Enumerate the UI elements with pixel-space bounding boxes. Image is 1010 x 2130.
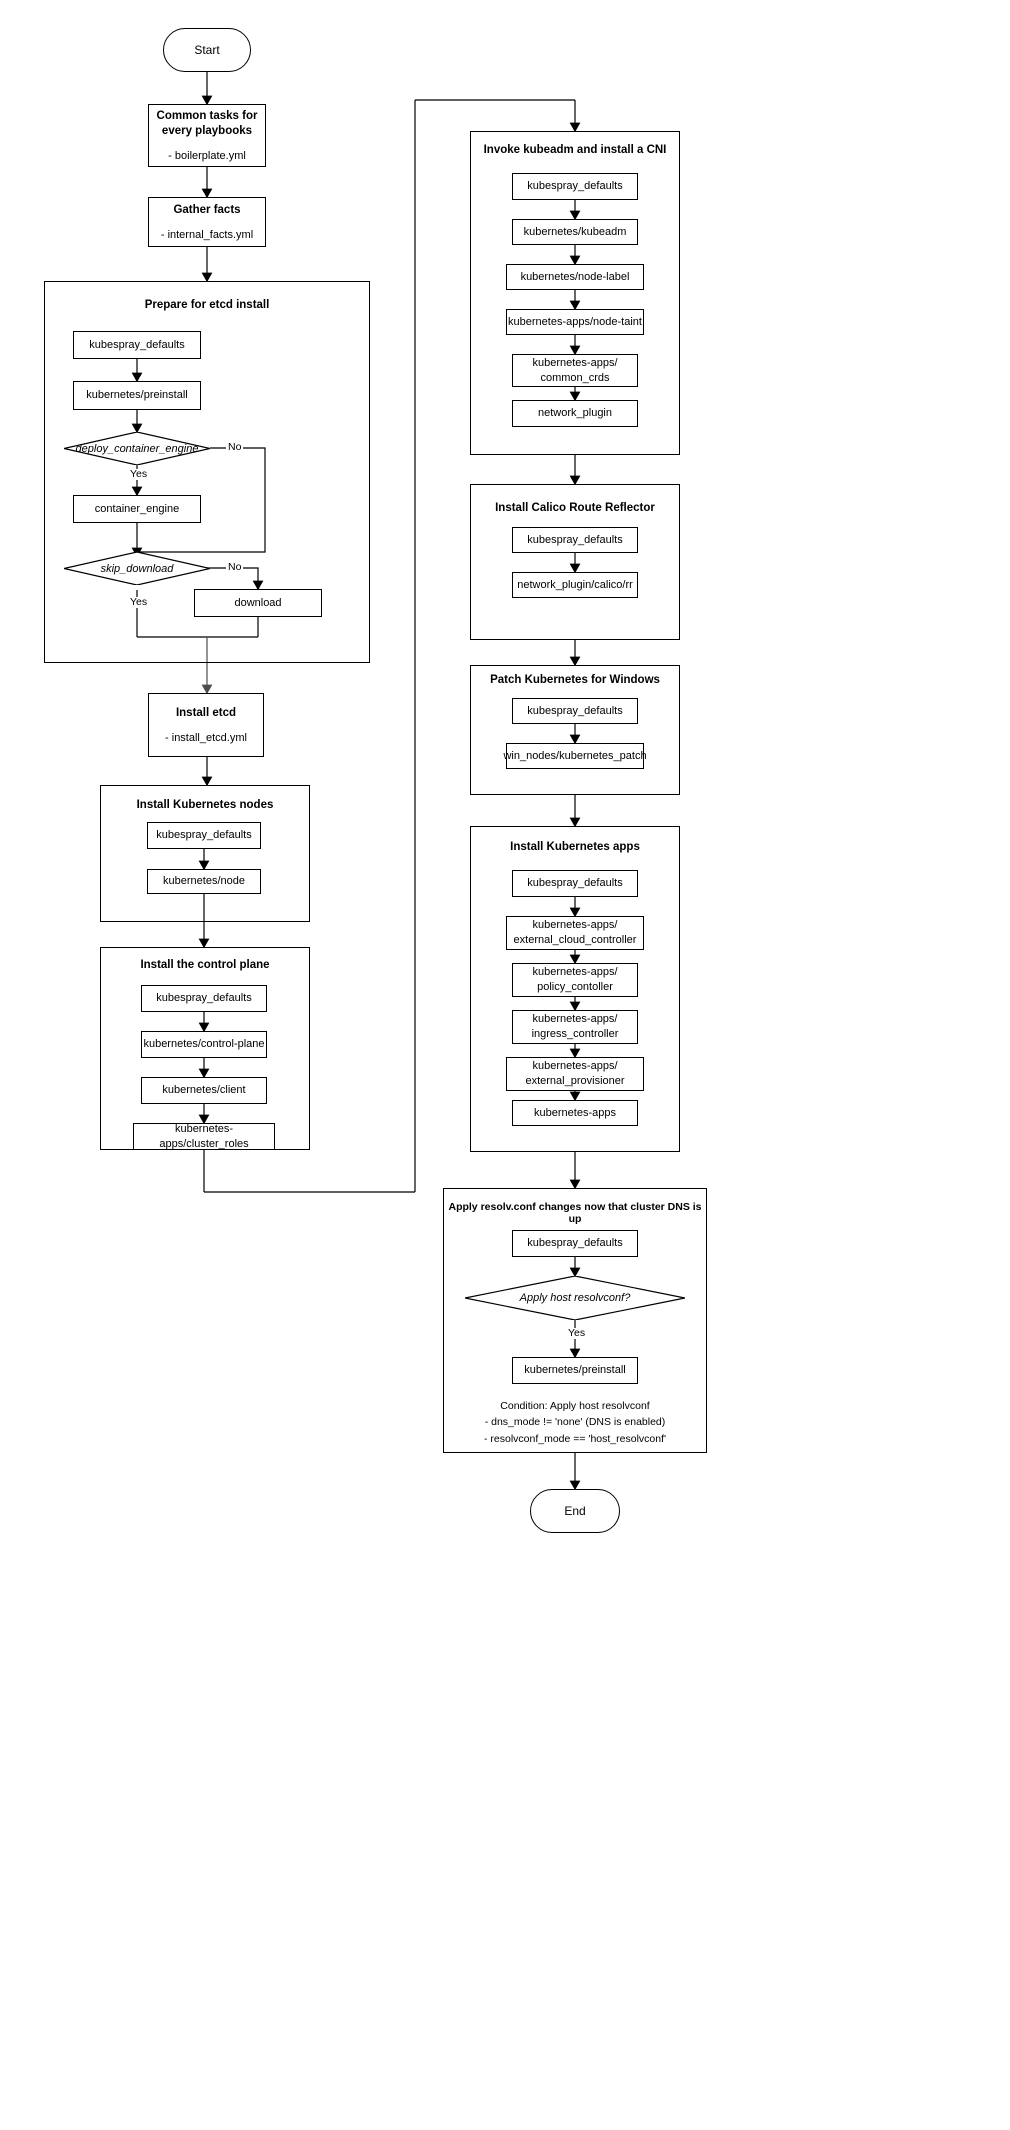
node-kubernetes-apps-policy-controller: kubernetes-apps/ policy_contoller: [512, 963, 638, 997]
phase-common-tasks-title: Common tasks for every playbooks: [156, 110, 258, 137]
node-network-plugin-calico-rr: network_plugin/calico/rr: [512, 572, 638, 598]
node-download: download: [194, 589, 322, 617]
edge-label-skipdl-yes: Yes: [128, 596, 150, 608]
edge-label-deploy-yes: Yes: [128, 468, 150, 480]
group-prepare-etcd: [44, 281, 370, 663]
group-install-control-plane-title: Install the control plane: [140, 959, 270, 971]
phase-gather-facts-sub: - internal_facts.yml: [160, 228, 254, 241]
node-resolvconf-kubespray-defaults: kubespray_defaults: [512, 1230, 638, 1257]
node-kubernetes-apps-cluster-roles: kubernetes-apps/cluster_roles: [133, 1123, 275, 1150]
group-windows-patch-title: Patch Kubernetes for Windows: [490, 674, 660, 686]
node-kubernetes-kubeadm: kubernetes/kubeadm: [512, 219, 638, 245]
group-calico-rr: [470, 484, 680, 640]
end-terminator: End: [530, 1489, 620, 1533]
node-kubernetes-apps: kubernetes-apps: [512, 1100, 638, 1126]
phase-install-etcd-sub: - install_etcd.yml: [165, 731, 247, 744]
group-install-k8s-apps: [470, 826, 680, 1152]
phase-common-tasks: Common tasks for every playbooks - boile…: [148, 104, 266, 167]
end-label: End: [564, 1504, 586, 1518]
node-kubernetes-client: kubernetes/client: [141, 1077, 267, 1104]
node-container-engine: container_engine: [73, 495, 201, 523]
node-kubernetes-apps-common-crds: kubernetes-apps/ common_crds: [512, 354, 638, 387]
node-network-plugin: network_plugin: [512, 400, 638, 427]
start-terminator: Start: [163, 28, 251, 72]
node-kubernetes-node: kubernetes/node: [147, 869, 261, 894]
node-win-nodes-kubernetes-patch: win_nodes/kubernetes_patch: [503, 743, 647, 769]
node-calico-kubespray-defaults: kubespray_defaults: [512, 527, 638, 553]
edge-label-resolvconf-yes: Yes: [566, 1327, 588, 1339]
decision-skip-download: skip_download: [64, 552, 210, 585]
group-invoke-kubeadm-title: Invoke kubeadm and install a CNI: [483, 144, 667, 156]
edge-label-skipdl-no: No: [226, 561, 244, 573]
phase-install-etcd: Install etcd - install_etcd.yml: [148, 693, 264, 757]
node-kubernetes-control-plane: kubernetes/control-plane: [141, 1031, 267, 1058]
decision-deploy-container-engine-label: deploy_container_engine: [75, 442, 199, 455]
node-apps-kubespray-defaults: kubespray_defaults: [512, 870, 638, 897]
decision-apply-host-resolvconf-shape: [465, 1276, 685, 1320]
node-kubernetes-apps-external-cloud-controller: kubernetes-apps/ external_cloud_controll…: [506, 916, 644, 950]
group-install-k8s-apps-title: Install Kubernetes apps: [510, 841, 640, 853]
group-windows-patch: [470, 665, 680, 795]
decision-apply-host-resolvconf-label: Apply host resolvconf?: [519, 1292, 631, 1304]
phase-common-tasks-sub: - boilerplate.yml: [168, 149, 246, 162]
node-kubernetes-apps-ingress-controller: kubernetes-apps/ ingress_controller: [512, 1010, 638, 1044]
node-cp-kubespray-defaults: kubespray_defaults: [141, 985, 267, 1012]
group-calico-rr-title: Install Calico Route Reflector: [495, 502, 655, 514]
decision-apply-host-resolvconf: Apply host resolvconf?: [465, 1276, 685, 1320]
edge-label-deploy-no: No: [226, 441, 244, 453]
node-nodes-kubespray-defaults: kubespray_defaults: [147, 822, 261, 849]
decision-deploy-container-engine: deploy_container_engine: [64, 432, 210, 465]
node-kubernetes-apps-node-taint: kubernetes-apps/node-taint: [506, 309, 644, 335]
node-kubernetes-node-label: kubernetes/node-label: [506, 264, 644, 290]
decision-deploy-container-engine-shape: [64, 432, 210, 465]
group-apply-resolvconf: [443, 1188, 707, 1453]
group-install-nodes: [100, 785, 310, 922]
node-kubernetes-apps-external-provisioner: kubernetes-apps/ external_provisioner: [506, 1057, 644, 1091]
group-apply-resolvconf-title: Apply resolv.conf changes now that clust…: [448, 1201, 702, 1225]
decision-skip-download-shape: [64, 552, 210, 585]
phase-gather-facts-title: Gather facts: [173, 204, 241, 217]
resolvconf-condition-note: Condition: Apply host resolvconf - dns_m…: [483, 1400, 667, 1445]
decision-skip-download-label: skip_download: [100, 562, 174, 575]
node-prepare-kubernetes-preinstall: kubernetes/preinstall: [73, 381, 201, 410]
node-cni-kubespray-defaults: kubespray_defaults: [512, 173, 638, 200]
group-prepare-etcd-title: Prepare for etcd install: [144, 299, 270, 311]
start-label: Start: [194, 43, 220, 57]
group-install-nodes-title: Install Kubernetes nodes: [136, 799, 274, 811]
node-resolvconf-kubernetes-preinstall: kubernetes/preinstall: [512, 1357, 638, 1384]
phase-install-etcd-title: Install etcd: [175, 707, 237, 720]
group-invoke-kubeadm: [470, 131, 680, 455]
node-prepare-kubespray-defaults: kubespray_defaults: [73, 331, 201, 359]
phase-gather-facts: Gather facts - internal_facts.yml: [148, 197, 266, 247]
node-win-kubespray-defaults: kubespray_defaults: [512, 698, 638, 724]
